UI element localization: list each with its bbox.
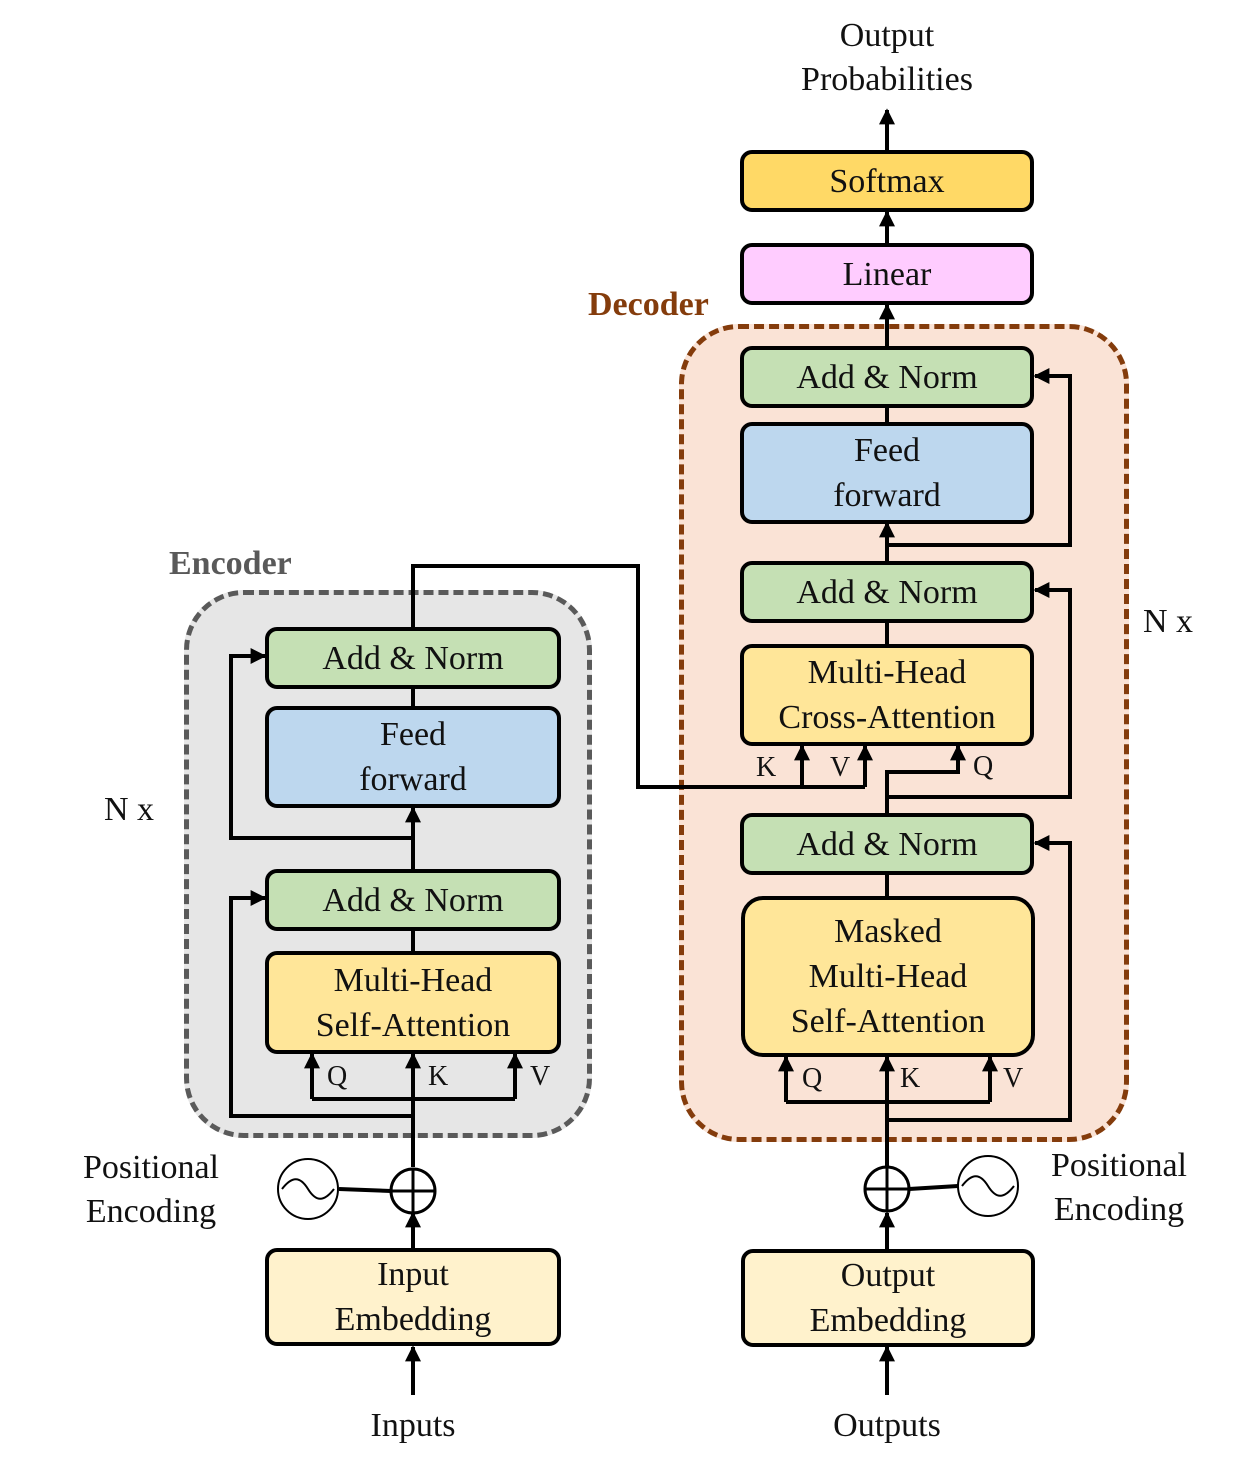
enc-add-norm-bottom: Add & Norm (265, 869, 561, 931)
enc-nx-label: N x (104, 791, 155, 828)
dec-v-label: V (1003, 1063, 1024, 1094)
dec-q-label: Q (802, 1063, 823, 1094)
outputs-label: Outputs (833, 1407, 941, 1444)
dec-cross-q-label: Q (973, 751, 994, 782)
enc-to-decoder (411, 564, 865, 789)
dec-add-norm-top: Add & Norm (740, 346, 1034, 408)
decoder-title: Decoder (588, 286, 709, 323)
enc-sine-icon (277, 1158, 339, 1220)
dec-residual-3 (887, 368, 1072, 547)
enc-v-label: V (530, 1061, 551, 1092)
dec-nx-label: N x (1143, 603, 1194, 640)
linear-block: Linear (740, 243, 1034, 305)
dec-add-norm-bottom: Add & Norm (740, 813, 1034, 875)
softmax-block: Softmax (740, 150, 1034, 212)
enc-add-norm-top: Add & Norm (265, 627, 561, 689)
dec-residual-1 (887, 835, 1072, 1122)
dec-k-label: K (900, 1063, 921, 1094)
enc-residual-1 (229, 890, 413, 1118)
dec-cross-k-label: K (756, 752, 777, 783)
dec-residual-2 (887, 582, 1072, 799)
enc-k-label: K (428, 1061, 449, 1092)
dec-q-to-cross (885, 744, 966, 815)
enc-residual-2 (229, 648, 413, 840)
enc-q-label: Q (327, 1061, 348, 1092)
dec-add-norm-mid: Add & Norm (740, 561, 1034, 623)
encoder-title: Encoder (169, 545, 292, 582)
enc-pe-link (338, 1187, 392, 1193)
dec-pe-link (908, 1184, 959, 1191)
dec-sine-icon (957, 1155, 1019, 1217)
inputs-label: Inputs (370, 1407, 456, 1444)
dec-cross-v-label: V (830, 752, 851, 783)
